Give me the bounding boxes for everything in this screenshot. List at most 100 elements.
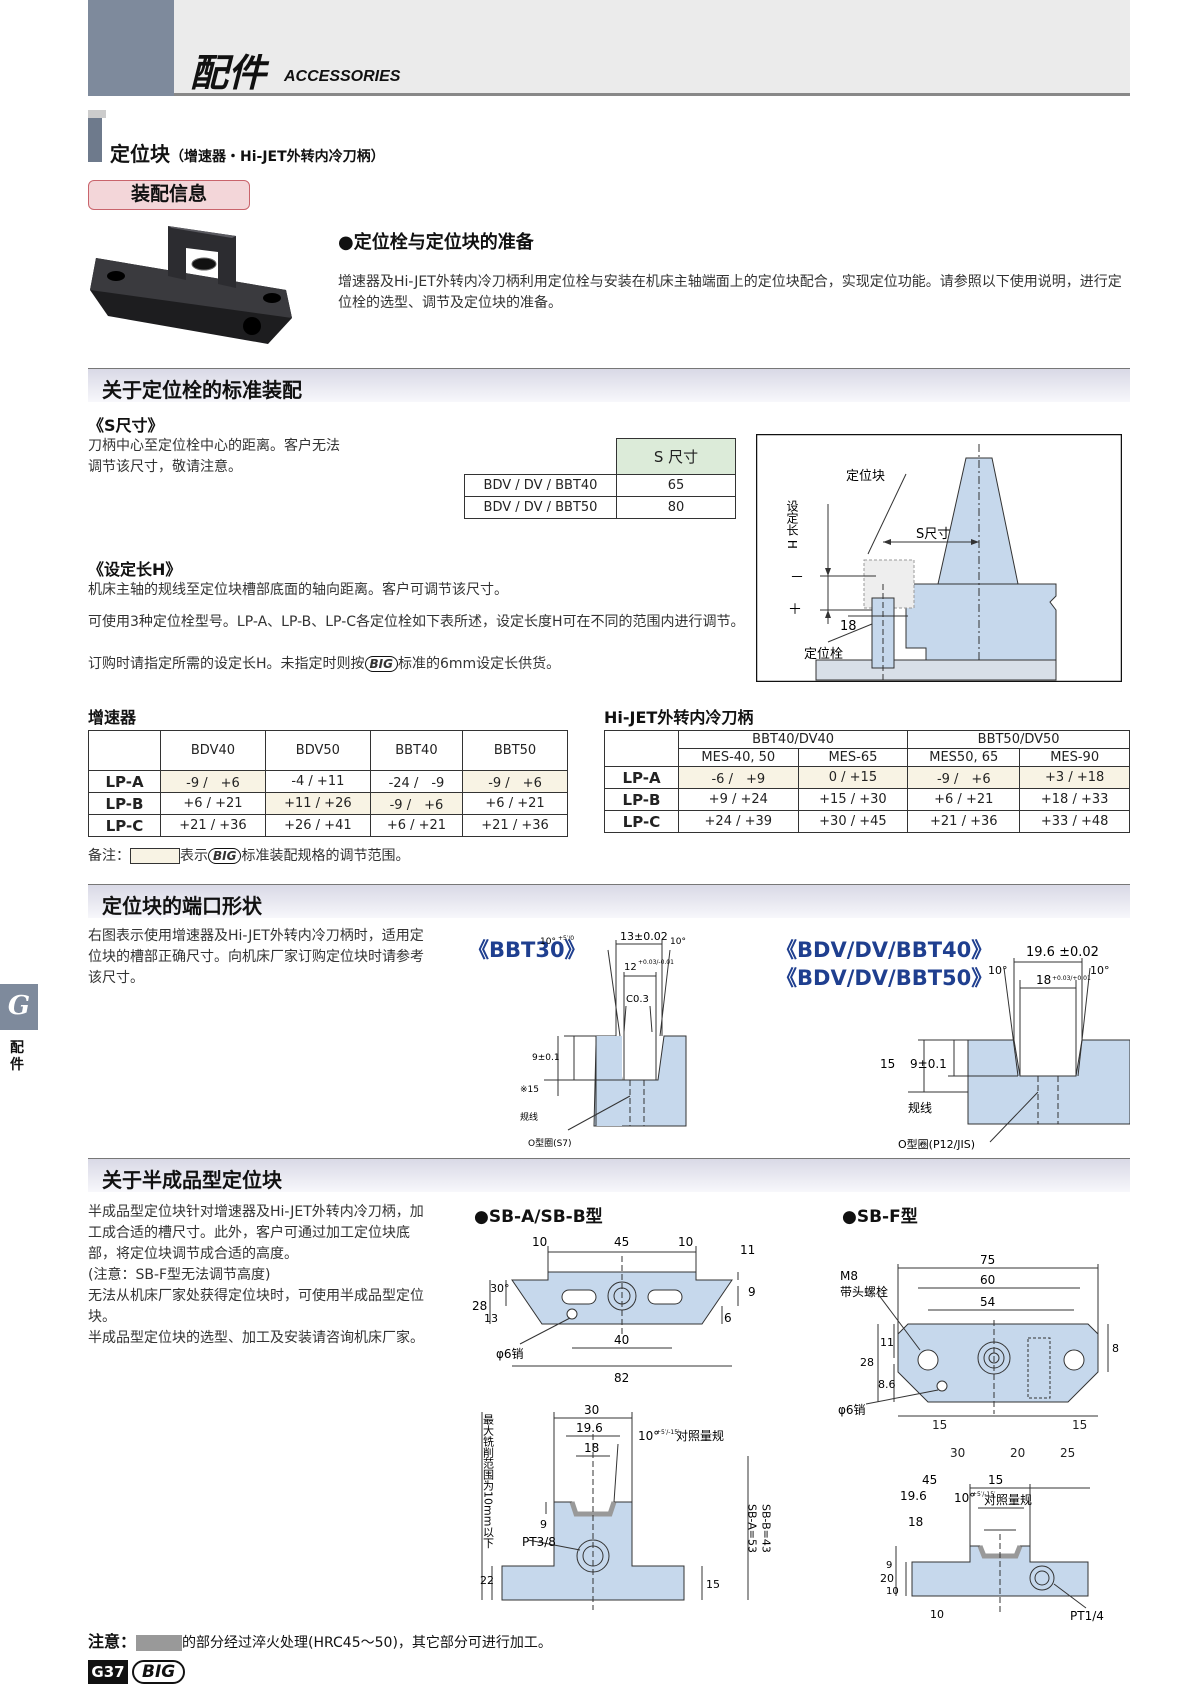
hj-cell: +21 / +36: [907, 810, 1021, 833]
sbf-f196: 19.6: [900, 1489, 927, 1503]
sbf-d8: 8: [1112, 1342, 1119, 1355]
bdv-depth: 9±0.1: [910, 1057, 947, 1071]
fig-plus: ＋: [788, 602, 802, 618]
hj-cell: -9 / +6: [907, 766, 1021, 789]
chapter-tab: G: [0, 984, 38, 1030]
bdv-top: 19.6 ±0.02: [1026, 945, 1099, 960]
fig-minus: －: [790, 570, 804, 586]
sbab-d13: 13: [484, 1312, 498, 1325]
band-semi-finished: 关于半成品型定位块: [88, 1158, 1130, 1192]
bbt30-ang-tol: +5′/0: [558, 935, 574, 942]
sbf-f9: 9: [886, 1560, 892, 1571]
fig-s-dim: S尺寸: [916, 527, 950, 542]
hj-cell: +24 / +39: [678, 810, 799, 833]
sbf-f45: 45: [922, 1474, 937, 1487]
sbf-d30: 30: [950, 1446, 966, 1460]
sbf-d25: 25: [1060, 1446, 1076, 1460]
sbf-f20: 20: [880, 1572, 894, 1585]
sbab-top-figure: 10 45 10 11 28 13 30° 9 6 φ6销 40 82: [472, 1235, 756, 1385]
sp-col-4: BBT50: [462, 730, 568, 771]
sbab-d82: 82: [614, 1371, 629, 1385]
bdv-title-2: 《BDV/DV/BBT50》: [776, 966, 993, 990]
bbt30-h: ※15: [520, 1085, 539, 1095]
hj-row-3: LP-C: [604, 810, 679, 833]
sbf-front-figure: 45 15 19.6 10° +5′/-15′ 对照量规 18 20 9 10 …: [880, 1474, 1104, 1623]
sbab-d6: 6: [724, 1311, 732, 1325]
bbt30-ang-r: 10°: [670, 937, 686, 947]
hj-cell: +9 / +24: [678, 788, 799, 811]
s-dimension-heading: 《S尺寸》: [88, 416, 164, 435]
sp-cell: +21 / +36: [462, 814, 568, 837]
hj-group-2: BBT50/DV50: [907, 730, 1130, 749]
sbab-f30: 30: [584, 1404, 599, 1417]
sbab-d45: 45: [614, 1235, 629, 1249]
hj-cell: +18 / +33: [1019, 788, 1130, 811]
s-row-1-name: BDV / DV / BBT40: [464, 474, 617, 497]
sbab-f15: 15: [706, 1578, 720, 1591]
hj-row-2: LP-B: [604, 788, 679, 811]
locator-block-photo: [90, 226, 292, 344]
hj-cell: +15 / +30: [797, 788, 909, 811]
fig-locator-pin: 定位栓: [804, 647, 843, 662]
s-row-2-name: BDV / DV / BBT50: [464, 496, 617, 519]
sbf-m8b: 带头螺栓: [840, 1284, 888, 1299]
setup-figure: 定位块 设定长 H S尺寸 － ＋ 18 定位栓: [756, 434, 1122, 682]
sp-col-1: BDV40: [160, 730, 266, 771]
hj-group-1: BBT40/DV40: [677, 730, 909, 749]
sbab-pin: φ6销: [496, 1347, 524, 1361]
hj-col-4: MES-90: [1019, 748, 1130, 767]
hj-col-3: MES50, 65: [907, 748, 1021, 767]
bbt30-top: 13±0.02: [620, 930, 668, 943]
sbf-fang-tol: +5′/-15′: [972, 1491, 996, 1498]
intro-heading: ●定位栓与定位块的准备: [338, 232, 534, 253]
sbf-d15b: 15: [1072, 1418, 1088, 1432]
sbab-front-figure: 30 19.6 18 10° +5′/-15′ 对照量规 最大铣削范围为10mm…: [480, 1404, 773, 1610]
fig-locator-block: 定位块: [846, 469, 885, 484]
semi-text: 半成品型定位块针对增速器及Hi-JET外转内冷刀柄，加工成合适的槽尺寸。此外，客…: [88, 1204, 424, 1346]
bbt30-figure: 10° +5′/0 13±0.02 12 +0.03/-0.01 10° C0.…: [520, 930, 687, 1149]
hj-cell: -6 / +9: [678, 766, 799, 789]
sbf-d20: 20: [1010, 1446, 1026, 1460]
sp-cell: -24 / -9: [369, 770, 464, 793]
sbf-f10: 10: [886, 1586, 899, 1597]
sbf-fang: 10°: [954, 1491, 975, 1505]
sp-col-2: BDV50: [264, 730, 371, 771]
sp-cell: -9 / +6: [462, 770, 568, 793]
bdv-ang-r: 10°: [1090, 964, 1110, 977]
sbab-fang-tol: +5′/-15′: [656, 1429, 680, 1436]
sbf-f10b: 10: [930, 1608, 944, 1621]
sp-cell: +11 / +26: [264, 792, 371, 815]
sbf-pin: φ6销: [838, 1403, 866, 1417]
bbt30-mid-tol: +0.03/-0.01: [638, 959, 674, 966]
brand-logo: BIG: [364, 656, 398, 672]
sp-cell: -9 / +6: [160, 770, 266, 793]
sp-row-2: LP-B: [88, 792, 161, 815]
sbf-fgauge: 对照量规: [984, 1492, 1032, 1507]
hj-cell: +30 / +45: [797, 810, 909, 833]
header-tab: [88, 0, 174, 96]
sbab-fmax: 最大铣削范围为10mm以下: [482, 1414, 495, 1549]
bbt30-depth: 9±0.1: [532, 1053, 560, 1063]
set-length-text-1: 机床主轴的规线至定位块槽部底面的轴向距离。客户可调节该尺寸。: [88, 582, 508, 598]
sbab-d10b: 10: [678, 1235, 693, 1249]
bdv-oring: O型圈(P12/JIS): [898, 1137, 975, 1151]
sbf-m8a: M8: [840, 1269, 858, 1283]
s-dimension-text: 刀柄中心至定位栓中心的距离。客户无法调节该尺寸，敬请注意。: [88, 438, 340, 475]
sbf-d15a: 15: [932, 1418, 948, 1432]
speeder-title: 增速器: [88, 708, 137, 727]
band-port-shape: 定位块的端口形状: [88, 884, 1130, 918]
bbt30-title: 《BBT30》: [468, 938, 586, 962]
sbab-f196: 19.6: [576, 1421, 603, 1435]
bdv-gauge: 规线: [908, 1100, 932, 1115]
hj-cell: +3 / +18: [1019, 766, 1130, 789]
hj-cell: 0 / +15: [797, 766, 909, 789]
sbf-f15: 15: [988, 1474, 1003, 1487]
sbab-fgauge: 对照量规: [676, 1428, 724, 1443]
sbf-d75: 75: [980, 1254, 995, 1267]
sbab-fsbb: SB-B=43: [760, 1504, 773, 1553]
section-mark-top: [88, 110, 106, 118]
sbab-fang: 10°: [638, 1429, 659, 1443]
hj-cell: +6 / +21: [907, 788, 1021, 811]
